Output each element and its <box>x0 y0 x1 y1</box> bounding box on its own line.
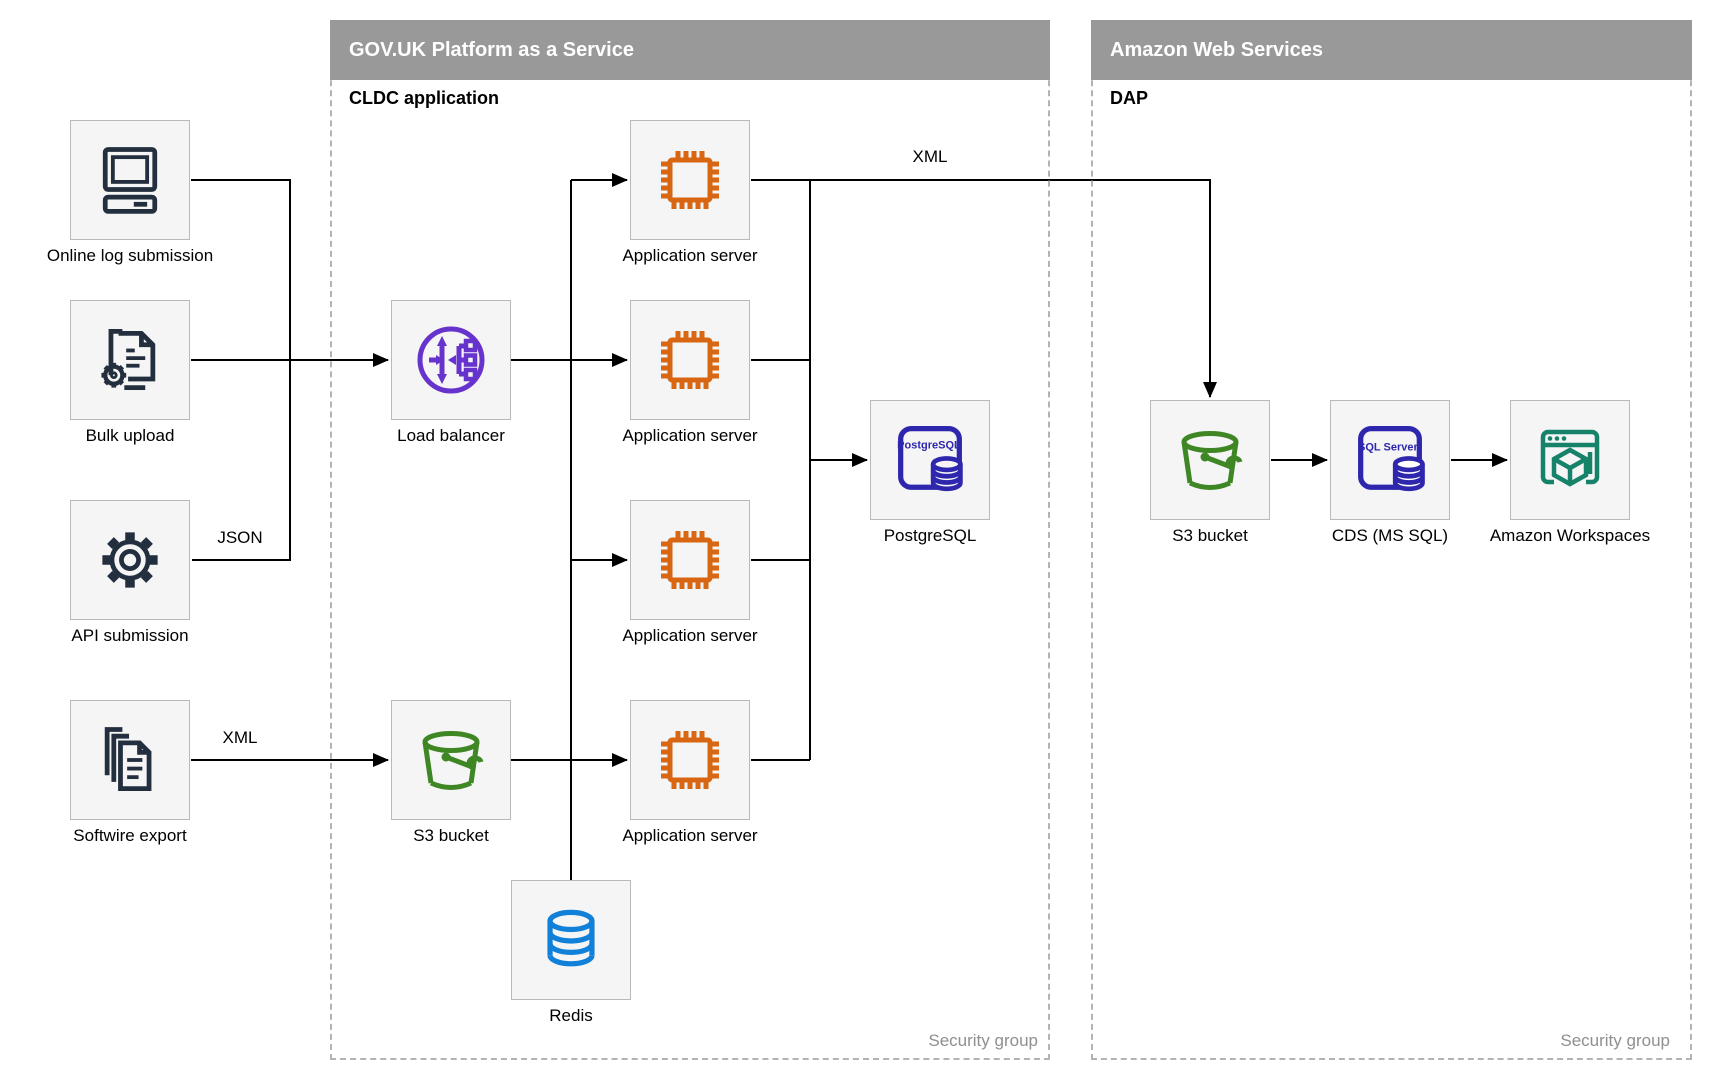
node-label-load-balancer: Load balancer <box>397 426 505 445</box>
node-label-redis: Redis <box>549 1006 593 1025</box>
node-s3-bucket-paas <box>391 700 511 820</box>
sql-server-icon-text: SQL Server <box>1358 442 1418 454</box>
edge-label-xml-softwire: XML <box>222 728 258 747</box>
documents-icon <box>104 727 152 791</box>
chip-icon <box>661 151 719 209</box>
postgresql-icon-text: PostgreSQL <box>897 439 961 451</box>
node-label-bulk-upload: Bulk upload <box>85 426 175 445</box>
node-load-balancer <box>391 300 511 420</box>
s3-bucket-icon <box>422 731 484 790</box>
chip-icon <box>661 331 719 389</box>
node-application-server-4 <box>630 700 750 820</box>
node-label-s3-bucket-paas: S3 bucket <box>413 826 489 845</box>
bulk-upload-icon <box>101 329 156 390</box>
node-application-server-2 <box>630 300 750 420</box>
node-application-server-1 <box>630 120 750 240</box>
gear-icon <box>102 532 158 588</box>
node-postgresql: PostgreSQL <box>870 400 990 520</box>
node-redis <box>511 880 631 1000</box>
edge-label-xml-dap: XML <box>912 147 948 166</box>
node-label-softwire-export: Softwire export <box>73 826 187 845</box>
node-label-postgresql: PostgreSQL <box>883 526 977 545</box>
chip-icon <box>661 531 719 589</box>
govuk-security-group-label: Security group <box>928 1031 1038 1050</box>
govuk-paas-title: GOV.UK Platform as a Service <box>349 38 634 61</box>
computer-icon <box>102 147 158 214</box>
govuk-paas-header: GOV.UK Platform as a Service <box>330 20 1050 80</box>
node-online-log-submission <box>70 120 190 240</box>
node-label-amazon-workspaces: Amazon Workspaces <box>1489 526 1651 545</box>
edge-label-json: JSON <box>217 528 263 547</box>
node-label-cds-ms-sql: CDS (MS SQL) <box>1331 526 1449 545</box>
node-api-submission <box>70 500 190 620</box>
dap-label: DAP <box>1110 88 1149 108</box>
node-application-server-3 <box>630 500 750 620</box>
workspaces-icon <box>1540 429 1600 487</box>
redis-database-icon <box>547 909 595 967</box>
node-cds-ms-sql: SQL Server <box>1330 400 1450 520</box>
node-label-application-server-1: Application server <box>622 246 758 265</box>
node-label-online-log-submission: Online log submission <box>46 246 214 265</box>
chip-icon <box>661 731 719 789</box>
node-label-application-server-2: Application server <box>622 426 758 445</box>
aws-header: Amazon Web Services <box>1091 20 1692 80</box>
load-balancer-icon <box>417 326 485 394</box>
node-s3-bucket-dap <box>1150 400 1270 520</box>
aws-title: Amazon Web Services <box>1110 38 1324 61</box>
node-softwire-export <box>70 700 190 820</box>
postgresql-icon: PostgreSQL <box>897 425 963 492</box>
s3-bucket-icon <box>1181 431 1243 490</box>
node-bulk-upload <box>70 300 190 420</box>
node-label-s3-bucket-dap: S3 bucket <box>1172 526 1248 545</box>
cldc-application-label: CLDC application <box>349 88 500 108</box>
node-label-application-server-4: Application server <box>622 826 758 845</box>
sql-server-icon: SQL Server <box>1358 425 1425 492</box>
node-label-application-server-3: Application server <box>622 626 758 645</box>
edge-online-log-json-merge <box>191 179 291 561</box>
node-label-api-submission: API submission <box>71 626 189 645</box>
node-amazon-workspaces <box>1510 400 1630 520</box>
edge-xml-to-dap <box>751 179 1217 398</box>
aws-security-group-label: Security group <box>1560 1031 1670 1050</box>
